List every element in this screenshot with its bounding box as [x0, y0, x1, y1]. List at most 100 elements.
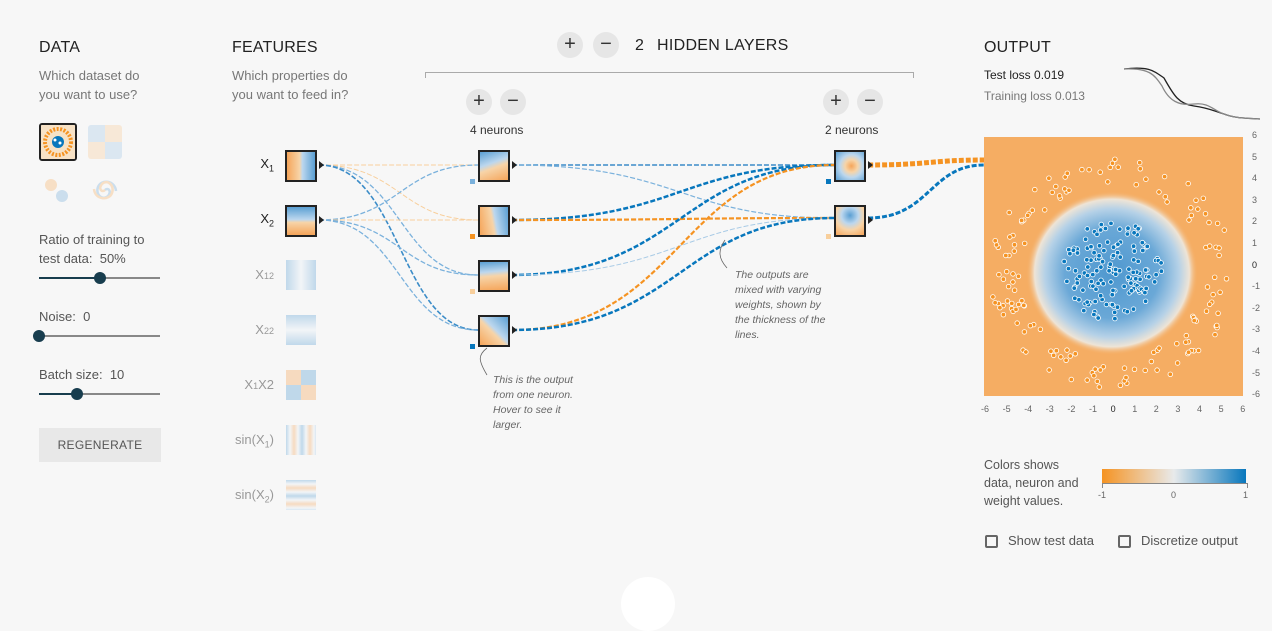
scatter-point-orange	[1191, 317, 1197, 324]
test-loss-label: Test loss	[984, 68, 1031, 82]
network-connections	[318, 157, 985, 376]
scatter-point-blue	[1125, 274, 1131, 280]
layer1-neuron-3[interactable]	[478, 260, 510, 292]
y-tick-label: 0	[1252, 259, 1258, 270]
feature-node-x2[interactable]	[285, 205, 317, 237]
colors-legend-label: Colors shows data, neuron and weight val…	[984, 458, 1079, 508]
layer1-neuron-2[interactable]	[478, 205, 510, 237]
layer1-remove-neuron-button[interactable]: −	[500, 89, 526, 115]
scatter-point-orange	[1183, 332, 1189, 339]
noise-slider[interactable]	[33, 329, 160, 343]
scatter-point-orange	[1195, 347, 1202, 354]
scatter-point-orange	[1131, 366, 1138, 372]
layer2-neuron-2[interactable]	[834, 205, 866, 237]
layer1-neuron-1[interactable]	[478, 150, 510, 182]
scatter-point-blue	[1094, 231, 1100, 238]
feature-node-x2-squared[interactable]	[286, 315, 316, 345]
layer2-neuron-1-bias[interactable]	[826, 179, 831, 184]
y-tick-label: 2	[1252, 216, 1258, 227]
scatter-point-blue	[1091, 311, 1097, 318]
feature-sinx2-sup: )	[269, 487, 274, 502]
scatter-point-blue	[1074, 280, 1080, 286]
y-tick-label: 4	[1252, 173, 1258, 184]
scroll-down-button[interactable]	[621, 577, 675, 631]
scatter-point-blue	[1095, 280, 1101, 287]
scatter-point-blue	[1084, 226, 1090, 232]
y-tick-label: -4	[1252, 346, 1261, 356]
feature-node-sin-x2[interactable]	[286, 480, 316, 510]
scatter-point-orange	[1015, 273, 1022, 279]
scatter-point-orange	[1053, 347, 1060, 354]
scatter-point-orange	[1206, 301, 1213, 307]
feature-x1x2-name: X	[244, 377, 254, 392]
scatter-point-blue	[1117, 254, 1123, 260]
batch-slider-knob[interactable]	[70, 388, 83, 400]
discretize-output-checkbox[interactable]	[1118, 535, 1131, 548]
noise-slider-knob[interactable]	[33, 330, 45, 342]
scatter-point-blue	[1070, 247, 1077, 253]
scatter-point-orange	[1068, 376, 1074, 383]
layers-bracket	[425, 72, 914, 78]
output-heatmap[interactable]	[984, 137, 1243, 396]
scatter-point-orange	[1000, 311, 1007, 318]
ratio-slider[interactable]	[39, 271, 160, 285]
layer1-neuron-3-bias[interactable]	[470, 289, 475, 294]
scatter-point-orange	[1188, 212, 1195, 219]
feature-node-x1x2[interactable]	[286, 370, 316, 400]
scatter-point-orange	[1185, 180, 1191, 187]
remove-layer-button[interactable]: −	[593, 32, 619, 58]
scatter-point-orange	[1142, 367, 1148, 374]
scatter-point-blue	[1081, 307, 1087, 314]
scatter-point-orange	[1019, 297, 1025, 304]
scatter-point-blue	[1142, 267, 1149, 273]
layer2-neuron-2-arrow	[868, 216, 873, 224]
scatter-point-blue	[1140, 247, 1146, 254]
layer2-neuron-2-bias[interactable]	[826, 234, 831, 239]
layer1-neuron-2-bias[interactable]	[470, 234, 475, 239]
scatter-point-blue	[1102, 225, 1109, 232]
ratio-slider-knob[interactable]	[93, 272, 106, 284]
show-test-data-label[interactable]: Show test data	[1008, 533, 1094, 548]
discretize-output-label[interactable]: Discretize output	[1141, 533, 1238, 548]
feature-node-x1-squared[interactable]	[286, 260, 316, 290]
scatter-point-orange	[1091, 372, 1097, 379]
layer1-neuron-1-bias[interactable]	[470, 179, 475, 184]
feature-node-x1[interactable]	[285, 150, 317, 182]
legend-tick-min: -1	[1098, 490, 1107, 500]
batch-slider[interactable]	[39, 387, 160, 401]
scatter-point-blue	[1092, 298, 1098, 305]
layer2-add-neuron-button[interactable]: +	[823, 89, 849, 115]
scatter-point-blue	[1125, 225, 1131, 231]
scatter-point-orange	[1067, 353, 1073, 359]
scatter-point-blue	[1084, 299, 1090, 305]
scatter-point-orange	[1156, 189, 1162, 195]
add-layer-button[interactable]: +	[557, 32, 583, 58]
y-tick-label: -5	[1252, 367, 1261, 378]
scatter-point-orange	[1167, 371, 1173, 377]
feature-label-x1x2: X1X2	[224, 377, 274, 392]
feature-node-sin-x1[interactable]	[286, 425, 316, 455]
scatter-point-orange	[1115, 164, 1121, 170]
scatter-point-blue	[1139, 239, 1145, 246]
scatter-point-blue	[1114, 249, 1121, 256]
layer2-remove-neuron-button[interactable]: −	[857, 89, 883, 115]
neuron-annotation: This is the output from one neuron. Hove…	[493, 374, 573, 431]
dataset-gaussian-thumbnail[interactable]	[39, 173, 73, 207]
layer1-add-neuron-button[interactable]: +	[466, 89, 492, 115]
scatter-point-orange	[1004, 298, 1011, 304]
regenerate-button[interactable]: REGENERATE	[39, 428, 161, 462]
layer1-neuron-4[interactable]	[478, 315, 510, 347]
dataset-circle-thumbnail[interactable]	[39, 123, 77, 161]
scatter-point-blue	[1061, 258, 1067, 265]
show-test-data-checkbox[interactable]	[985, 535, 998, 548]
feature-x2sq-sub: 2	[263, 326, 269, 336]
layer2-neuron-1[interactable]	[834, 150, 866, 182]
scatter-point-blue	[1103, 301, 1110, 308]
dataset-spiral-thumbnail[interactable]	[88, 173, 122, 207]
feature-label-x1: X1	[224, 156, 274, 174]
dataset-xor-thumbnail[interactable]	[88, 125, 122, 159]
feature-x1-name: X	[260, 156, 269, 171]
scatter-point-orange	[1092, 366, 1098, 372]
layer1-neuron-4-bias[interactable]	[470, 344, 475, 349]
test-loss-value: 0.019	[1034, 68, 1065, 82]
